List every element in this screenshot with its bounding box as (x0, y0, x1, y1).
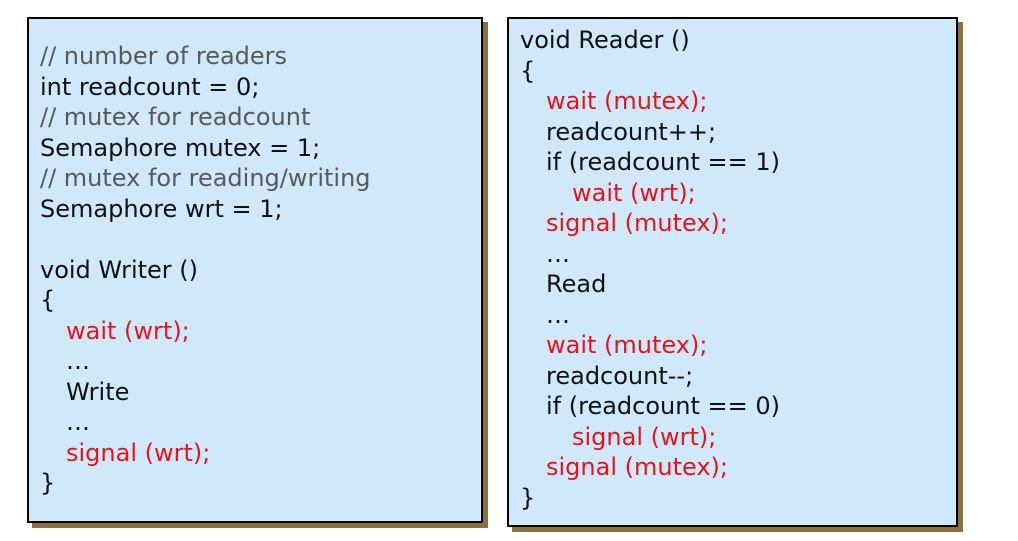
code-line: // number of readers (40, 42, 288, 70)
code-line: // mutex for readcount (40, 103, 311, 131)
code-line: wait (wrt); (572, 178, 696, 207)
code-line: wait (mutex); (546, 331, 708, 359)
code-line: } (40, 469, 56, 497)
code-line: signal (mutex); (546, 209, 728, 237)
code-line: Read (546, 270, 607, 298)
code-line: … (546, 239, 570, 268)
code-line: void Reader () (520, 26, 690, 54)
code-line: Semaphore mutex = 1; (40, 133, 321, 162)
code-line: void Writer () (40, 255, 199, 284)
code-line: … (66, 347, 90, 375)
code-line: // mutex for reading/writing (40, 164, 371, 192)
code-line: Write (66, 377, 130, 406)
code-line: … (546, 300, 570, 329)
code-line: signal (mutex); (546, 453, 728, 481)
code-line: Semaphore wrt = 1; (40, 194, 283, 223)
code-line: if (readcount == 0) (546, 392, 780, 420)
code-line: int readcount = 0; (40, 72, 260, 101)
code-line: { (40, 286, 56, 314)
code-line: readcount++; (546, 117, 717, 146)
code-line: wait (wrt); (66, 316, 190, 345)
code-line: signal (wrt); (66, 438, 211, 467)
code-line: signal (wrt); (572, 422, 717, 451)
code-line: { (520, 56, 536, 85)
code-line (40, 224, 475, 255)
code-line: readcount--; (546, 361, 694, 390)
code-line: … (66, 408, 90, 436)
code-line: wait (mutex); (546, 87, 708, 115)
reader-code-box: void Reader (){wait (mutex);readcount++;… (507, 17, 958, 527)
code-line: } (520, 483, 536, 512)
code-line: if (readcount == 1) (546, 148, 780, 176)
